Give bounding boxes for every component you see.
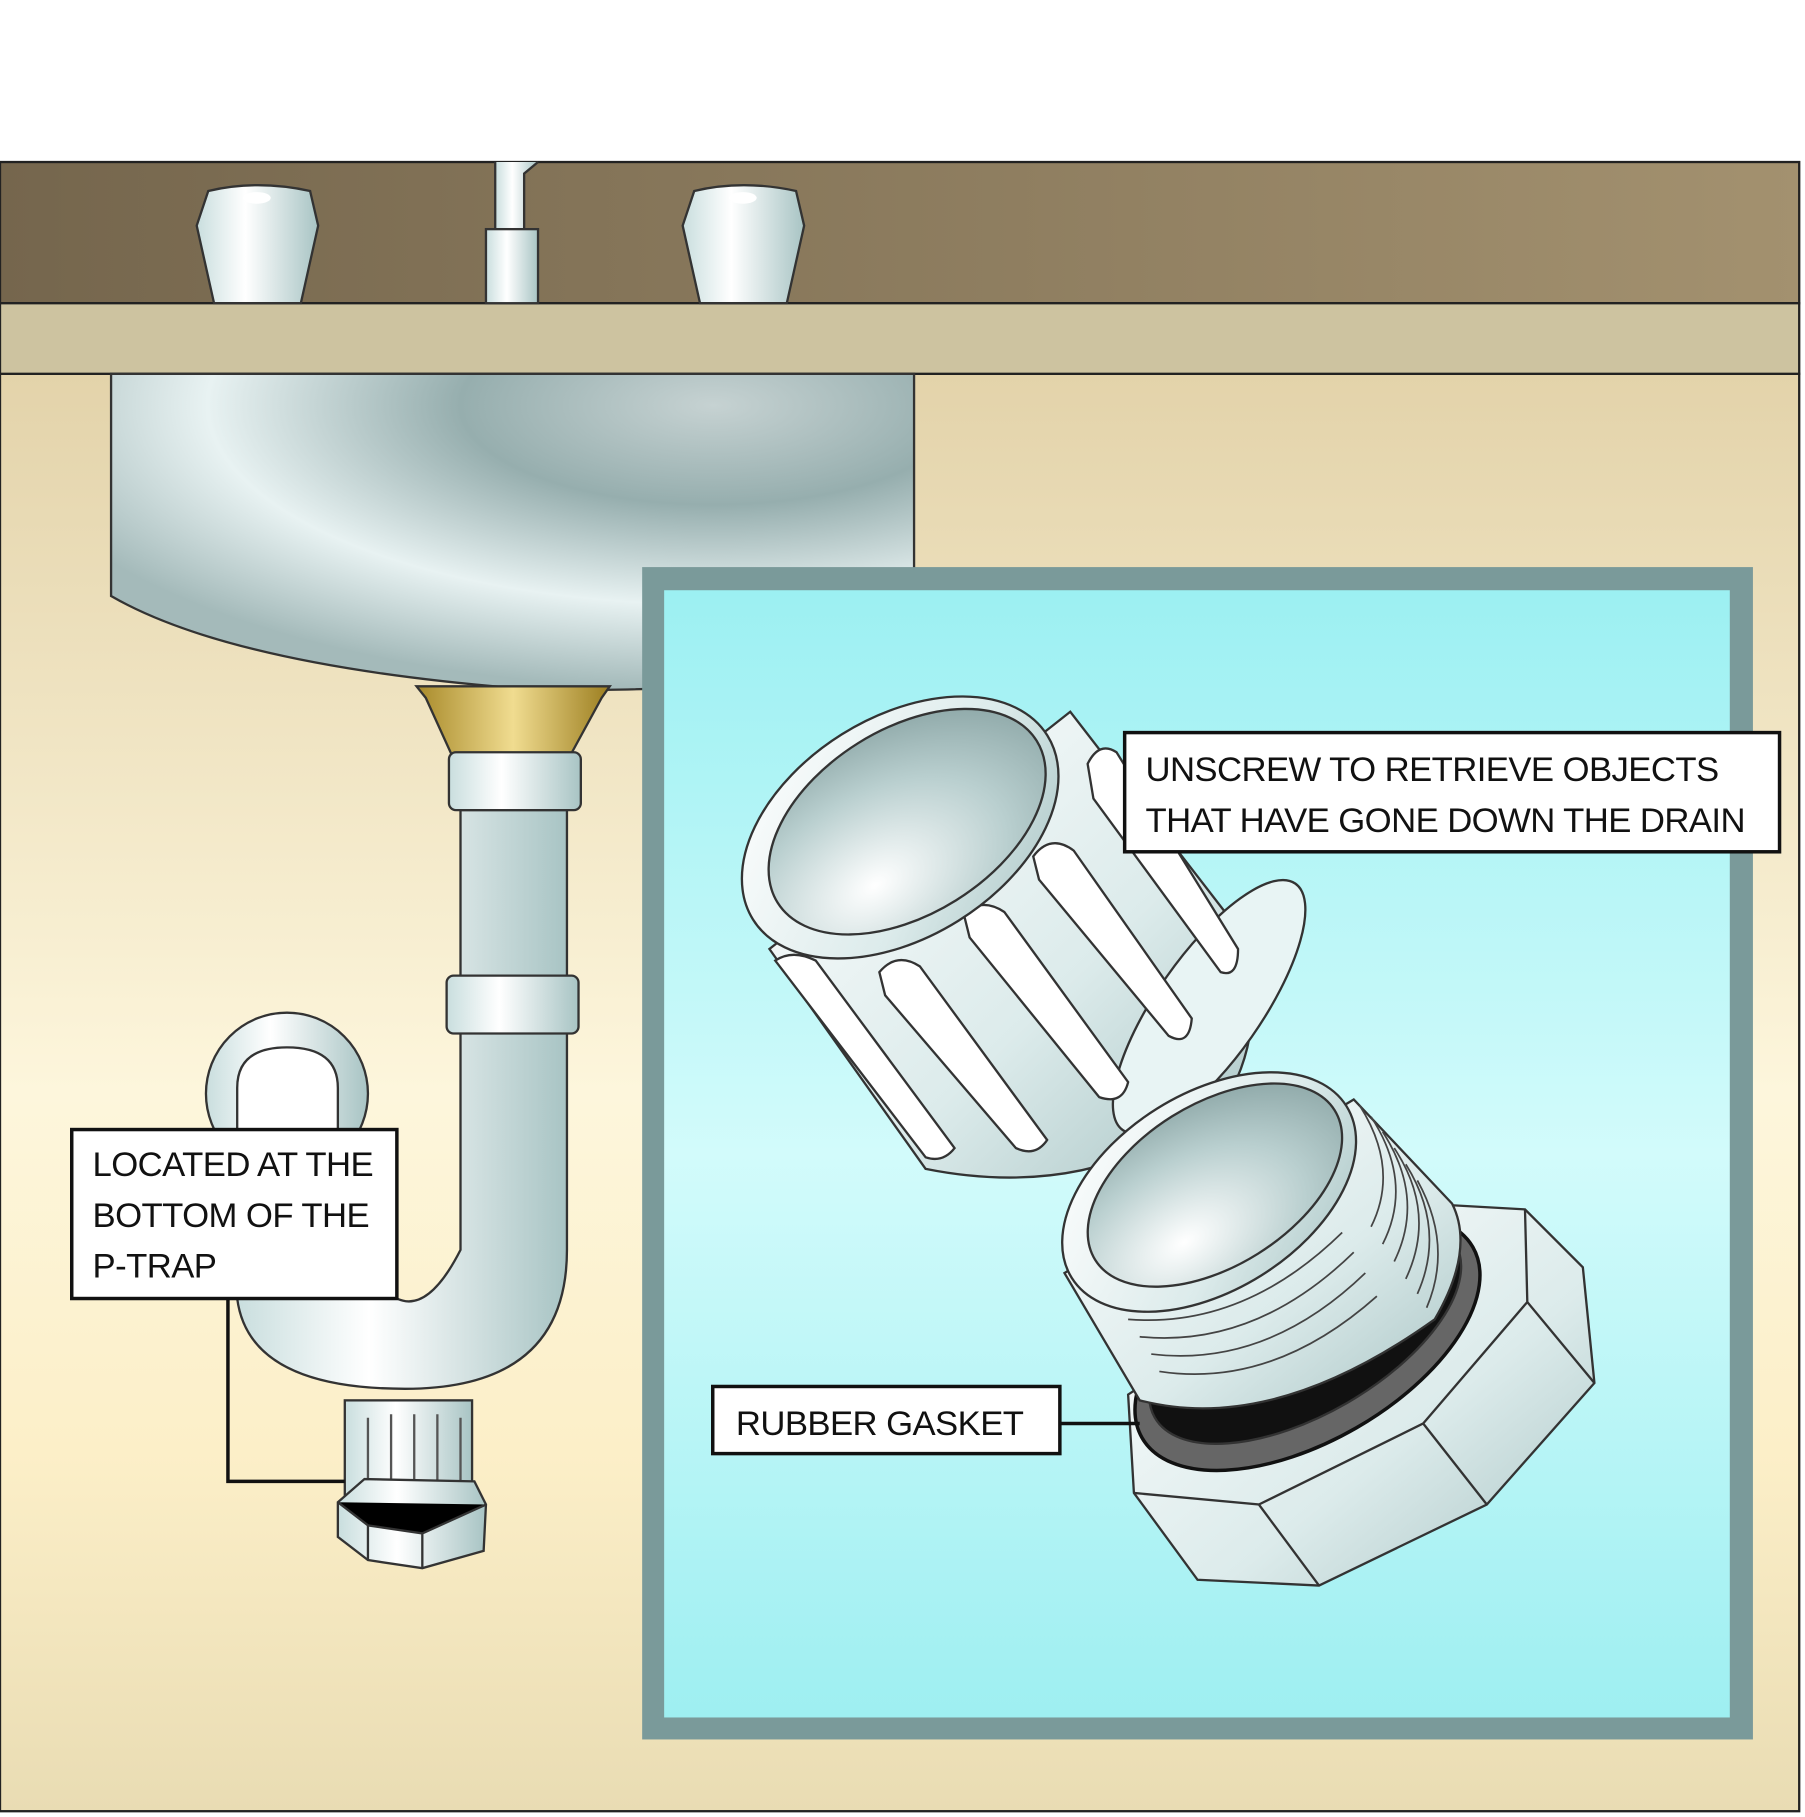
faucet-handle-right: [681, 184, 806, 305]
pipe-coupling-lower: [445, 974, 580, 1035]
pipe-coupling-upper: [447, 751, 582, 812]
gasket-callout: RUBBER GASKET: [711, 1384, 1140, 1456]
unscrew-label-line-2: THAT HAVE GONE DOWN THE DRAIN: [1145, 802, 1745, 840]
ptrap-label-line-3: P-TRAP: [93, 1248, 217, 1286]
ptrap-label-line-2: BOTTOM OF THE: [93, 1197, 370, 1235]
counter-edge: [0, 302, 1801, 375]
faucet-handle-left: [195, 184, 320, 305]
faucet-spout: [484, 161, 540, 305]
gasket-label: RUBBER GASKET: [736, 1405, 1024, 1443]
unscrew-label-line-1: UNSCREW TO RETRIEVE OBJECTS: [1145, 751, 1718, 789]
cleanout-plug-small: [336, 1399, 488, 1570]
unscrew-callout: UNSCREW TO RETRIEVE OBJECTS THAT HAVE GO…: [1122, 730, 1782, 854]
ptrap-location-callout: LOCATED AT THE BOTTOM OF THE P-TRAP: [70, 1127, 399, 1484]
threaded-fitting: [1061, 1071, 1596, 1587]
ptrap-label-line-1: LOCATED AT THE: [93, 1146, 373, 1184]
